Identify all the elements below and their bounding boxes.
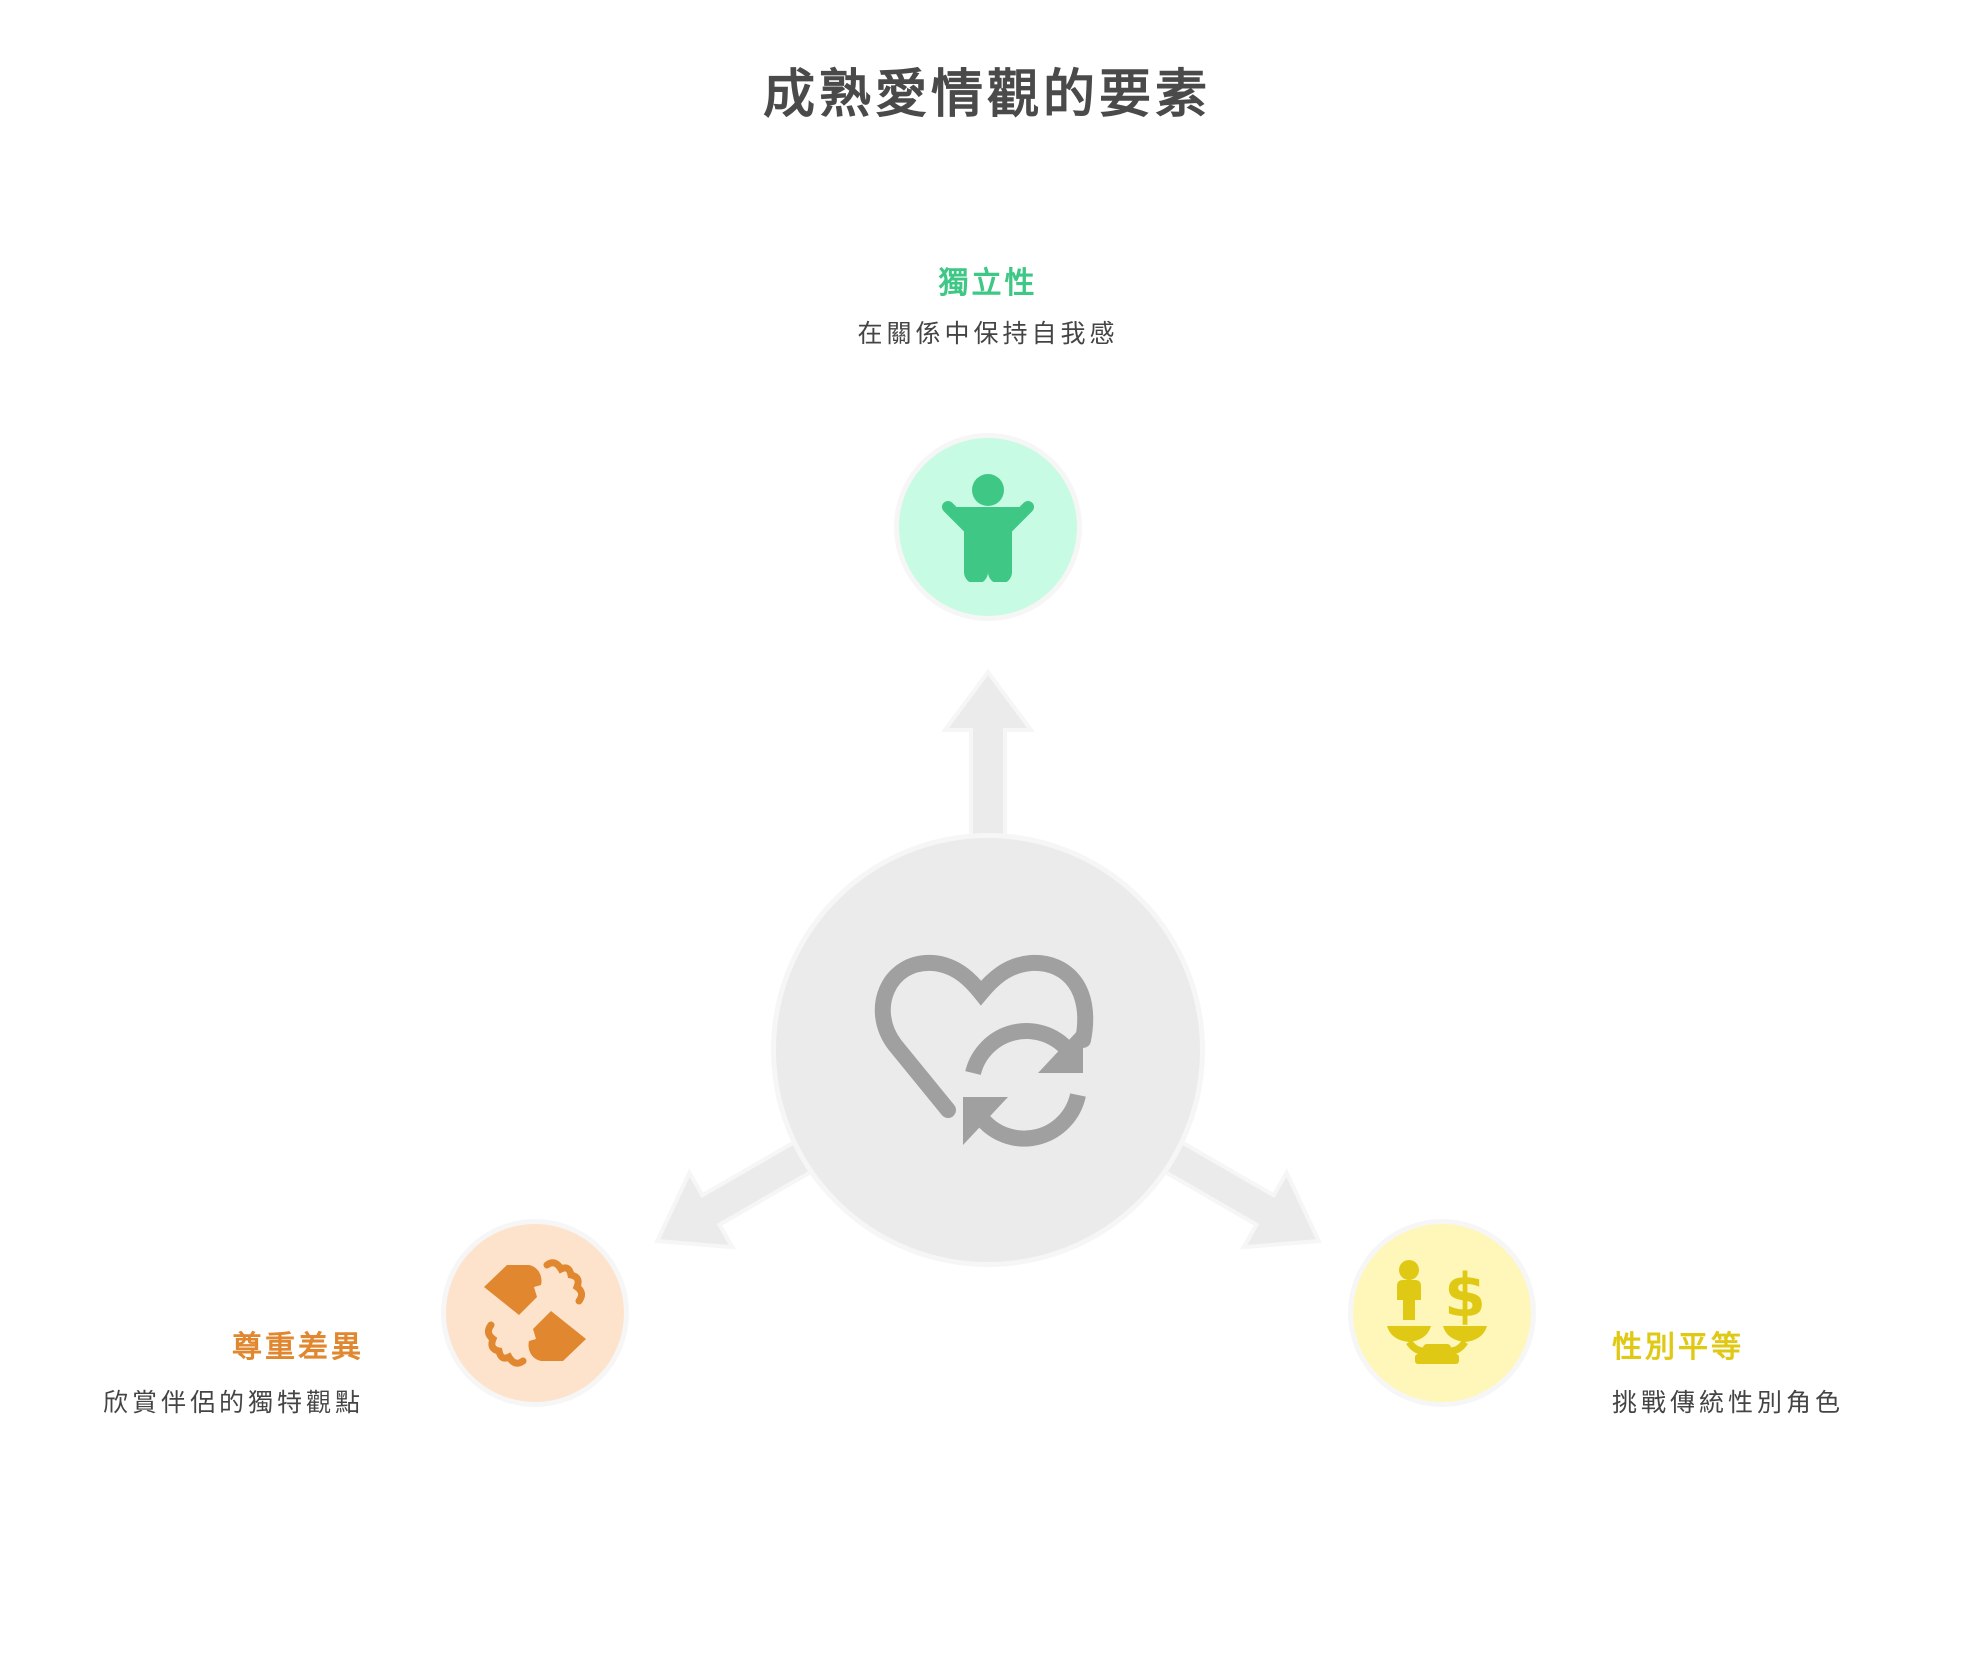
independence-description: 在關係中保持自我感 [857,319,1119,348]
arrow-to-independence [941,668,1035,852]
independence-label: 獨立性 [938,266,1038,301]
respect-description: 欣賞伴侶的獨特觀點 [102,1388,364,1417]
respect-node [441,1219,629,1407]
child-arms-up-icon [942,474,1034,582]
arrow-to-respect [654,1132,827,1250]
independence-node [894,433,1082,621]
equality-description: 挑戰傳統性別角色 [1612,1388,1845,1417]
svg-text:$: $ [1444,1261,1486,1331]
arrow-to-equality [1149,1132,1322,1250]
page-title: 成熟愛情觀的要素 [762,64,1211,125]
handshake-icon [484,1259,586,1367]
scale-balance-icon: $ [1387,1260,1487,1364]
equality-label: 性別平等 [1612,1330,1744,1365]
equality-node: $ [1348,1219,1536,1407]
center-node [771,833,1205,1267]
respect-label: 尊重差異 [232,1330,364,1365]
heart-sync-icon [874,954,1094,1147]
